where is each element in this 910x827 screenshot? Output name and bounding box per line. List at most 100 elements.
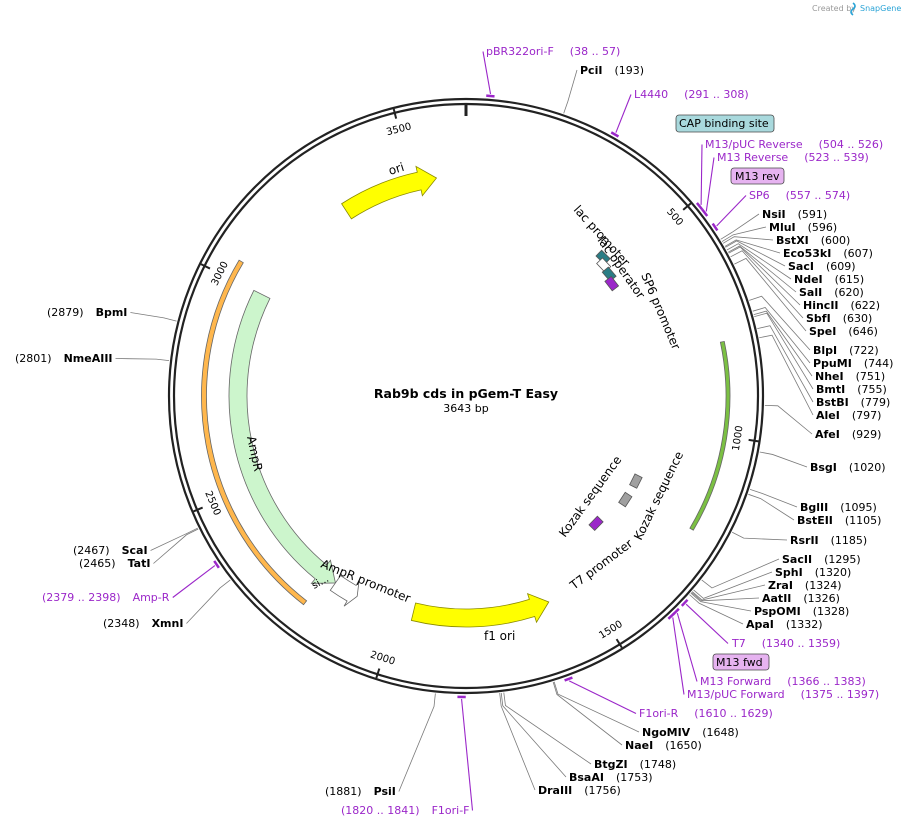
backbone-outer-ring: [167, 97, 765, 695]
primer-leader: [676, 612, 698, 682]
leader: [759, 334, 814, 416]
enzyme-bstbi: BstBI(779): [816, 396, 890, 409]
primer-f1ori-r: F1ori-R(1610 .. 1629): [639, 707, 773, 720]
enzyme-apai: ApaI(1332): [746, 618, 822, 631]
primer-amp-r: (2379 .. 2398)Amp-R: [42, 591, 170, 604]
enzyme-rsrii: RsrII(1185): [790, 534, 867, 547]
m13-rev-box: [730, 167, 785, 185]
primer-site: [486, 94, 495, 98]
leader: [130, 312, 177, 322]
primer-site: [564, 676, 573, 682]
kozak-sequence-label-2: Kozak sequence: [631, 449, 686, 542]
primer-leader: [672, 617, 685, 695]
primer-site: [213, 560, 220, 569]
primer-m13-reverse: M13 Reverse(523 .. 539): [717, 151, 869, 164]
leader: [721, 226, 767, 242]
tick-label-3500: 3500: [385, 121, 412, 138]
enzyme-zrai: ZraI(1324): [768, 579, 842, 592]
tick-label-2000: 2000: [369, 649, 397, 667]
leader: [153, 528, 199, 564]
leader: [752, 307, 811, 364]
m13-rev-text: M13 rev: [735, 170, 780, 183]
small-feature-kozak-sequence-1: [618, 491, 633, 508]
tick-2000: [375, 668, 381, 679]
leader: [398, 693, 436, 792]
leader: [724, 239, 781, 254]
leader: [691, 591, 760, 602]
enzyme-nhei: NheI(751): [815, 370, 885, 383]
leader: [726, 243, 792, 280]
primer-l4440: L4440(291 .. 308): [634, 88, 749, 101]
enzyme-sphi: SphI(1320): [775, 566, 851, 579]
leader: [503, 692, 592, 765]
primer-site: [701, 208, 709, 217]
enzyme-spei: SpeI(646): [809, 325, 878, 338]
enzyme-bpmi: (2879)BpmI: [47, 306, 127, 319]
leader: [748, 493, 795, 521]
enzyme-tati: (2465)TatI: [79, 557, 150, 570]
primer-site: [680, 598, 689, 607]
leader: [693, 571, 773, 599]
leader: [728, 246, 801, 306]
feature-ampr: [228, 289, 336, 584]
enzyme-afei: AfeI(929): [815, 428, 881, 441]
leader: [764, 405, 813, 435]
tick-label-500: 500: [664, 207, 685, 229]
primer-pbr322ori-f: pBR322ori-F(38 .. 57): [486, 45, 620, 58]
enzyme-xmni: (2348)XmnI: [103, 617, 183, 630]
leader: [753, 310, 813, 377]
enzyme-nsii: NsiI(591): [762, 208, 827, 221]
leader: [701, 558, 780, 589]
leader: [757, 325, 814, 403]
enzyme-ngomiv: NgoMIV(1648): [642, 726, 739, 739]
enzyme-btgzi: BtgZI(1748): [594, 758, 676, 771]
small-feature-t7-promoter: [588, 515, 604, 531]
primer-leader: [461, 698, 474, 811]
sp6-promoter-label: SP6 promoter: [638, 271, 683, 352]
small-features-layer: [588, 249, 643, 531]
tick-500: [682, 202, 692, 211]
t7-promoter-label: T7 promoter: [567, 536, 636, 593]
enzyme-bstxi: BstXI(600): [776, 234, 850, 247]
leader-lines: [115, 51, 814, 811]
leader: [500, 692, 567, 778]
enzyme-sbfi: SbfI(630): [806, 312, 872, 325]
primer-sp6: SP6(557 .. 574): [749, 189, 850, 202]
primer-m13-puc-forward: M13/pUC Forward(1375 .. 1397): [687, 688, 879, 701]
cap-binding-site-box: [675, 114, 775, 133]
leader: [150, 527, 198, 551]
enzyme-nmeaiii: (2801)NmeAIII: [15, 352, 113, 365]
feature-rab9b-green: [689, 340, 731, 531]
enzyme-labels-right: PciI(193) NsiI(591) MluI(596) BstXI(600)…: [538, 64, 893, 797]
enzyme-draiii: DraIII(1756): [538, 784, 621, 797]
enzyme-psii: (1881)PsiI: [325, 785, 396, 798]
leader: [691, 584, 766, 601]
primer-leader: [716, 195, 747, 227]
enzyme-ppumi: PpuMI(744): [813, 357, 893, 370]
leader: [115, 358, 170, 362]
enzyme-labels-left: (1881)PsiI (2348)XmnI (2465)TatI (2467)S…: [15, 306, 396, 798]
enzyme-eco53ki: Eco53kI(607): [783, 247, 873, 260]
leader: [690, 592, 752, 612]
credit-prefix: Created by: [812, 4, 856, 13]
primer-site: [610, 131, 620, 138]
ori-label: ori: [387, 160, 406, 178]
primer-leader: [172, 565, 216, 598]
enzyme-scai: (2467)ScaI: [73, 544, 148, 557]
enzyme-bsaai: BsaAI(1753): [569, 771, 653, 784]
enzyme-bsteii: BstEII(1105): [797, 514, 881, 527]
leader: [731, 531, 788, 541]
enzyme-aatii: AatII(1326): [762, 592, 840, 605]
cap-binding-site-text: CAP binding site: [679, 117, 769, 130]
primer-leader: [705, 157, 715, 212]
enzyme-sali: SalI(620): [799, 286, 864, 299]
enzyme-bmti: BmtI(755): [816, 383, 887, 396]
snapgene-logo-icon: [850, 2, 856, 16]
enzyme-pcii: PciI(193): [580, 64, 644, 77]
feature-ori: [341, 165, 438, 220]
leader: [749, 489, 798, 508]
leader: [720, 213, 760, 240]
primer-leader: [615, 94, 632, 133]
enzyme-hincii: HincII(622): [803, 299, 880, 312]
leader: [499, 693, 536, 791]
